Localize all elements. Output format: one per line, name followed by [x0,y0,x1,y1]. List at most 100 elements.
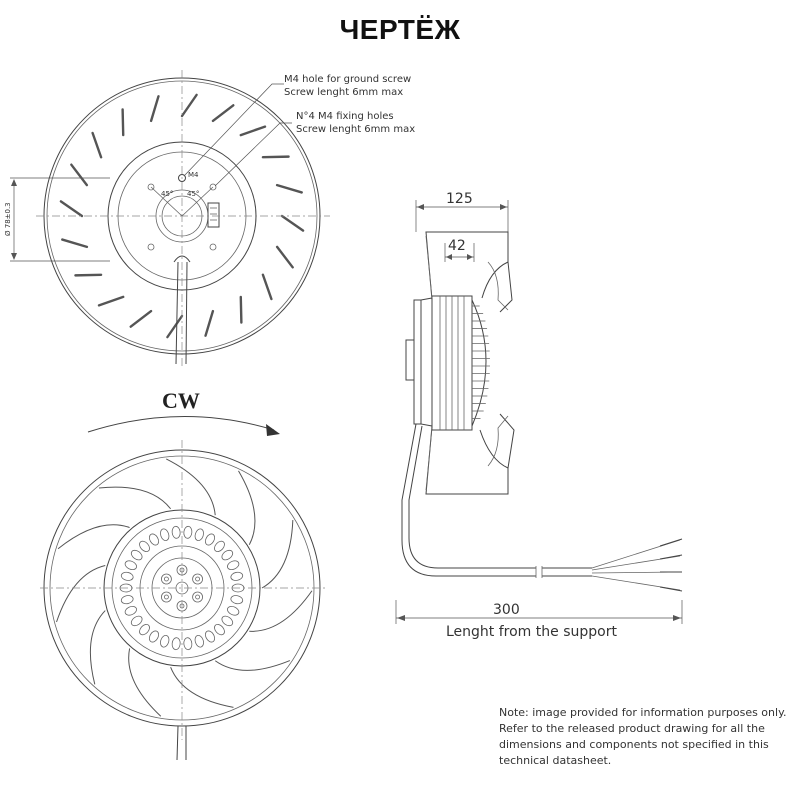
ground-screw-hole [178,174,186,182]
blade-slot [166,314,184,339]
ground-screw-leader [183,83,284,177]
fixing-hole [147,243,155,251]
rotor-bolt-center [195,594,200,600]
impeller-blade-top [425,231,509,301]
ground-screw-callout: M4 hole for ground screw [284,74,411,85]
rotor-rib [214,540,225,552]
blade-slot [180,93,198,118]
rotation-arrow [87,416,275,433]
impeller-blade [56,564,106,623]
mounting-plate [413,299,422,425]
fixing-hole [209,243,217,251]
rotor-bolt [161,591,172,603]
cable-dimension-label: 300 [493,602,520,618]
fixing-hole [209,183,217,191]
rotor-rib [183,637,193,651]
rotor-rib [171,525,181,539]
rotor-rib [160,635,170,648]
disclaimer-note: Note: image provided for information pur… [499,706,787,767]
blade-slot [149,95,160,123]
rotor-rib [120,571,134,581]
impeller-blade [57,524,130,550]
blade-slot [204,309,215,337]
impeller-blade [261,520,294,589]
blade-slot [211,104,235,123]
rotor-rib [230,571,244,581]
fixing-holes-leader [214,122,292,187]
ground-screw-length: Screw lenght 6mm max [284,87,403,98]
rotor-bolt [192,591,203,603]
mounting-boss [405,339,415,381]
rotor-rib [124,560,137,571]
impeller-blade [249,590,313,632]
side-view: 125 42 [395,191,683,640]
fixing-holes-callout: N°4 M4 fixing holes [296,111,394,122]
rotor-rib [149,630,159,643]
rotor-rib [130,549,143,561]
note-line: technical datasheet. [499,754,611,767]
rotor-rib [214,624,225,636]
rotor-dome [471,299,487,427]
cable-side-outer [401,423,536,577]
blade-slot [280,214,305,232]
impeller-blade [89,610,106,685]
diameter-label: Ø 78±0.3 [4,202,12,236]
back-cable [176,725,179,761]
angle-label-right: 45° [187,190,199,198]
impeller-blade [128,648,162,717]
cable-line [175,261,179,365]
rotation-indicator: CW [87,388,280,436]
impeller-blade [166,458,216,516]
rotor-bolt [192,573,203,585]
blade-slot [97,295,125,307]
arrow-head-icon [266,424,280,436]
note-line: Note: image provided for information pur… [499,706,787,719]
rotor-rib [171,637,181,651]
back-view [40,440,326,761]
hub-dimension-label: 42 [448,238,466,254]
page-title: ЧЕРТЁЖ [339,14,461,45]
blade-slot [239,295,243,324]
cable-line [185,261,188,365]
rotor-bolt-center [164,594,169,600]
rotor-rib [194,528,204,541]
rotor-dome-ribs [472,305,490,419]
note-line: dimensions and components not specified … [499,738,769,751]
rotor-rib [230,595,244,605]
cable-caption: Lenght from the support [446,624,617,640]
rotor-rib [124,605,137,616]
rotor-bolt-center [195,576,200,582]
angle-label-left: 45° [161,190,173,198]
rotor-rib [160,528,170,541]
rotor-rib [139,540,150,552]
blade-slot [59,200,84,218]
rotor-rib [120,595,134,605]
rotor-rib [139,624,150,636]
m4-label: M4 [188,171,199,179]
cable-side-inner [408,425,536,569]
impeller-blade [170,667,234,708]
blade-slot [121,108,125,137]
blade-slot [239,125,267,137]
width-dimension-label: 125 [446,191,473,207]
note-line: Refer to the released product drawing fo… [499,722,765,735]
rotor-rib [221,615,234,627]
impeller-blade-bottom [425,425,509,495]
rotor-rib [227,605,240,616]
back-blades [56,458,313,717]
rotor-ribs [119,525,245,651]
front-view: Ø 78±0.3 M4 45° 45° M4 hole for ground s… [4,70,415,368]
rotor-rib [130,615,143,627]
blade-slot [261,273,273,301]
rotor-rib [205,630,215,643]
connector-block [207,202,220,228]
motor-flange-side [420,297,433,427]
rotor-bolt-center [164,576,169,582]
blade-slot [70,163,89,187]
fixing-holes-length: Screw lenght 6mm max [296,124,415,135]
fixing-hole [147,183,155,191]
rotor-rib [194,635,204,648]
blade-slot [74,273,103,277]
rotor-rib [149,533,159,546]
cable-gland [173,255,191,263]
